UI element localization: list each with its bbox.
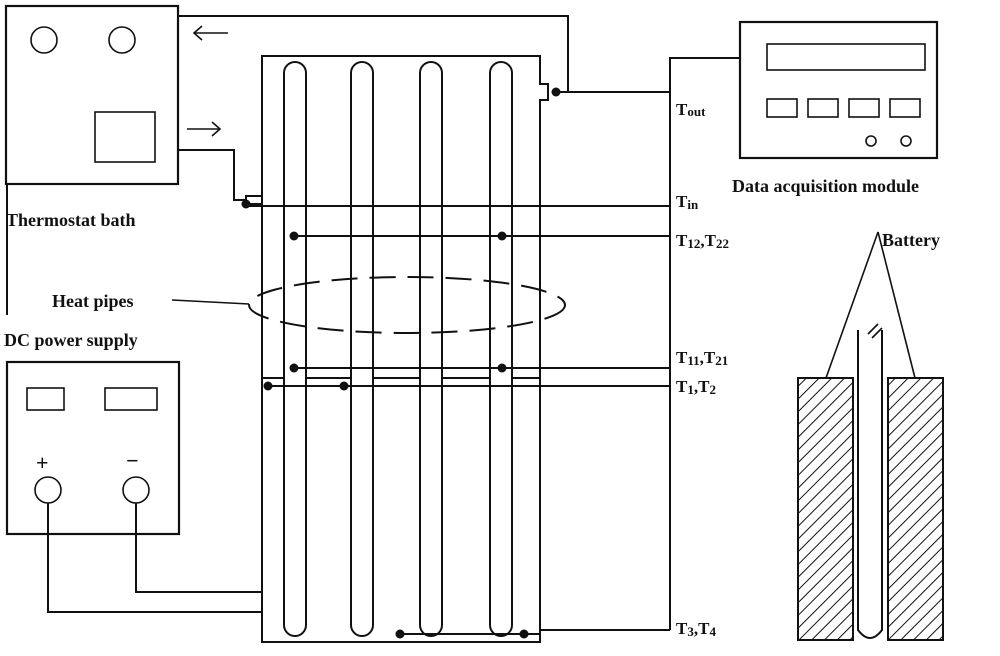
thermocouple-dot [263,381,273,391]
daq-knob-icon [900,135,912,147]
battery-cross-section [797,231,944,641]
bath-display [94,111,156,163]
thermocouple-dot [289,363,299,373]
thermocouple-dot [551,87,561,97]
daq-knob-icon [865,135,877,147]
thermocouple-dot [519,629,529,639]
bath-knob-left-icon [30,26,58,54]
battery-label: Battery [882,230,940,250]
t1-t2-label: T1,T2 [676,377,716,397]
heat-pipes-label: Heat pipes [52,291,134,311]
thermocouple-dot [497,231,507,241]
minus-sign: − [126,448,139,473]
heat-pipe [489,61,513,637]
thermocouple-dot [497,363,507,373]
battery-cell-right [887,377,944,641]
daq-button [889,98,921,118]
thermostat-bath [4,4,180,186]
thermocouple-dot [241,199,251,209]
return-flow-arrow-icon [192,25,228,41]
tin-label: Tin [676,192,699,212]
heat-pipe [419,61,443,637]
embedded-heat-pipe [857,330,883,639]
heat-pipe [350,61,374,637]
positive-wire [47,503,262,613]
supply-flow-arrow-icon [187,121,222,137]
heat-pipe [283,61,307,637]
t12-t22-label: T12,T22 [676,231,729,251]
t11-t21-label: T11,T21 [676,348,728,368]
heat-pipes-leader [171,299,250,305]
daq-button [807,98,839,118]
thermocouple-dot [395,629,405,639]
negative-wire [135,503,262,593]
daq-label: Data acquisition module [732,176,919,196]
thermocouple-dot [289,231,299,241]
heat-pipes-highlight [248,276,566,334]
bath-knob-right-icon [108,26,136,54]
dc-power-supply-label: DC power supply [4,330,138,350]
dc-power-supply [5,360,181,536]
battery-module-box [261,377,541,643]
data-acquisition-module [738,20,939,160]
thermostat-bath-label: Thermostat bath [6,210,136,230]
thermocouple-points [241,87,561,639]
thermocouple-dot [339,381,349,391]
t3-t4-label: T3,T4 [676,619,716,639]
tout-label: Tout [676,100,706,119]
supply-pipe [178,149,246,201]
daq-display [766,43,926,71]
power-display [104,387,158,411]
daq-button [766,98,798,118]
sensor-trunk-line [669,57,740,630]
plus-sign: + [36,450,49,475]
battery-cell-left [797,377,854,641]
t3-t4-line [400,629,670,635]
daq-button [848,98,880,118]
heat-pipes [283,61,513,637]
power-display [26,387,65,411]
